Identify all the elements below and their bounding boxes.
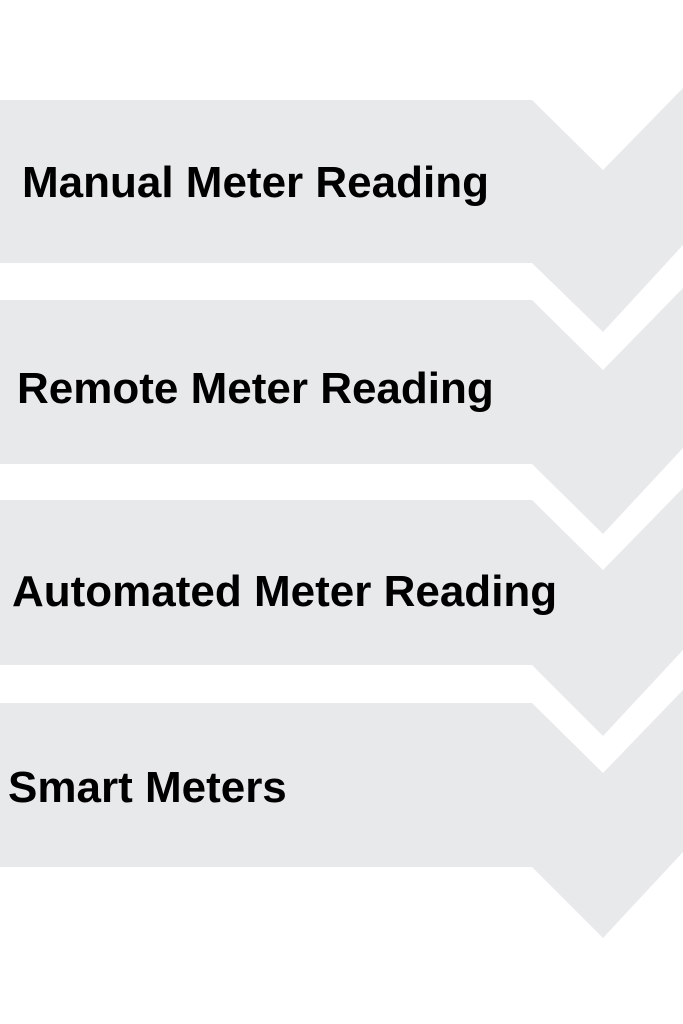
step-shape-1 xyxy=(0,88,683,332)
step-shape-3 xyxy=(0,488,683,736)
step-label-smart-meters: Smart Meters xyxy=(8,763,287,812)
step-shape-4 xyxy=(0,690,683,938)
step-shape-2 xyxy=(0,288,683,534)
step-label-manual-meter-reading: Manual Meter Reading xyxy=(22,158,489,207)
step-label-remote-meter-reading: Remote Meter Reading xyxy=(17,364,494,413)
step-label-automated-meter-reading: Automated Meter Reading xyxy=(12,567,558,616)
